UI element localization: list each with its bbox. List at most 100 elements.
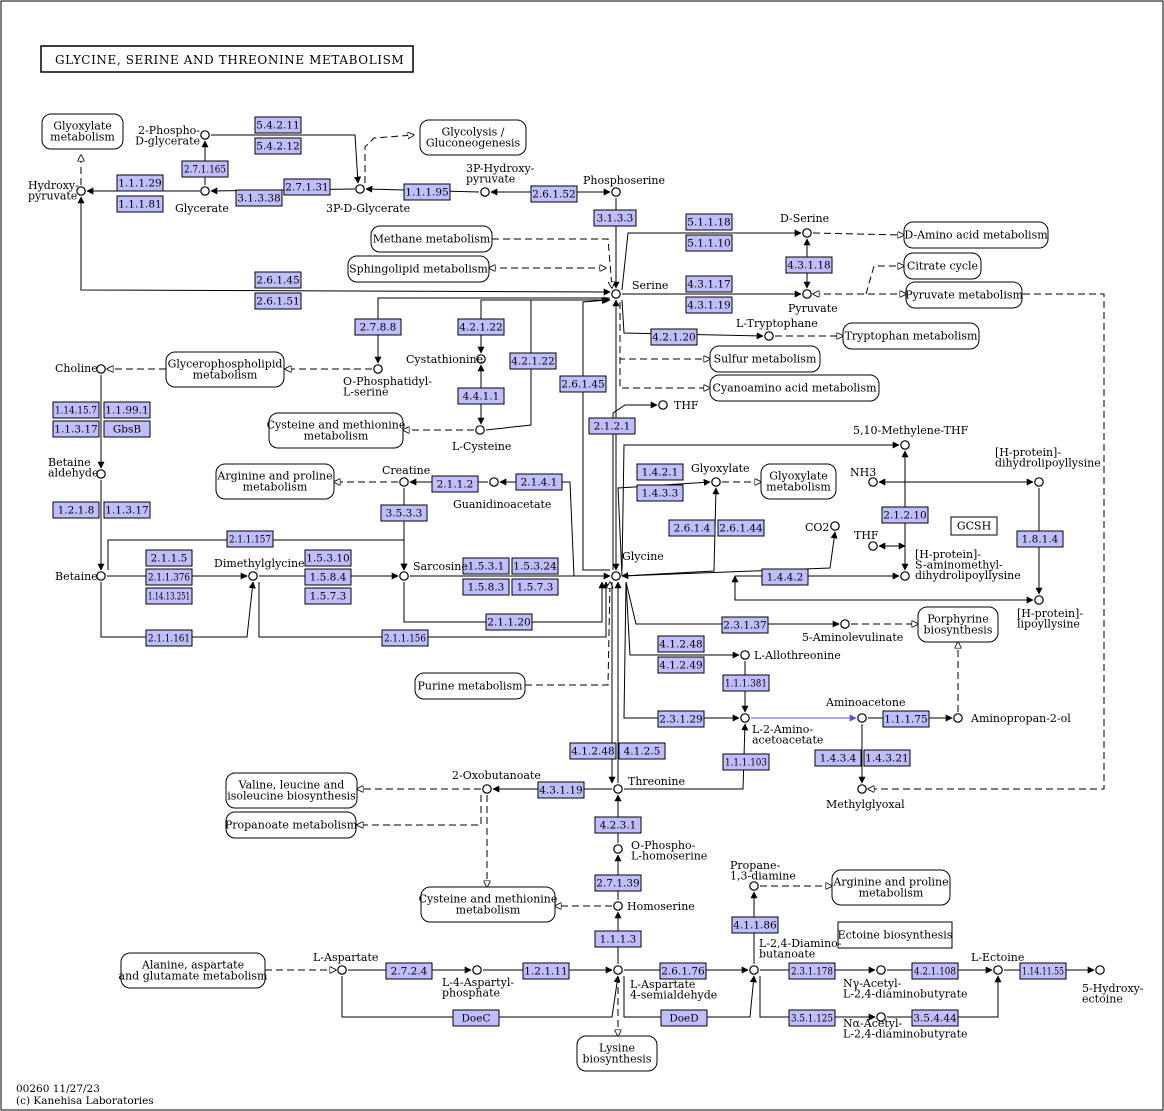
compound-nalpha[interactable]: Nα-Acetyl-L-2,4-diaminobutyrate: [843, 1012, 968, 1041]
compound-hydroxypyruvate[interactable]: Hydroxy-pyruvate: [28, 179, 86, 203]
enzyme-box[interactable]: 1.14.15.7: [52, 401, 100, 419]
enzyme-box[interactable]: 5.1.1.18: [685, 213, 733, 231]
enzyme-box[interactable]: 2.7.1.165: [181, 160, 229, 178]
compound-lcysteine[interactable]: L-Cysteine: [452, 425, 511, 453]
enzyme-box[interactable]: 5.4.2.12: [254, 137, 302, 155]
enzyme-box-rect[interactable]: [668, 519, 716, 537]
enzyme-box-rect[interactable]: [788, 1009, 836, 1027]
compound-node-icon[interactable]: [876, 965, 886, 975]
enzyme-box-rect[interactable]: [254, 292, 302, 310]
compound-node-icon[interactable]: [355, 184, 365, 194]
compound-choline[interactable]: Choline: [55, 362, 106, 375]
compound-node-icon[interactable]: [200, 130, 210, 140]
enzyme-box-rect[interactable]: [145, 629, 193, 647]
enzyme-box[interactable]: 2.1.1.161: [145, 629, 193, 647]
compound-aminopropanol[interactable]: Aminopropan-2-ol: [953, 712, 1071, 725]
enzyme-box[interactable]: 1.8.1.4: [1016, 530, 1064, 548]
compound-node-icon[interactable]: [200, 186, 210, 196]
pathway-link-box[interactable]: [903, 221, 1049, 249]
enzyme-box[interactable]: 1.1.3.17: [52, 420, 100, 438]
compound-oxobutanoate[interactable]: 2-Oxobutanoate: [452, 769, 541, 794]
compound-glyoxylate[interactable]: Glyoxylate: [691, 462, 750, 487]
enzyme-box-rect[interactable]: [588, 417, 636, 435]
enzyme-box-rect[interactable]: [254, 271, 302, 289]
compound-node-icon[interactable]: [749, 881, 759, 891]
enzyme-box-rect[interactable]: [911, 962, 959, 980]
enzyme-box-rect[interactable]: [103, 420, 151, 438]
compound-phosphoserine[interactable]: Phosphoserine: [583, 174, 665, 197]
enzyme-box-rect[interactable]: [511, 557, 559, 575]
enzyme-box-rect[interactable]: [685, 275, 733, 293]
compound-hydroxypyruvate3p[interactable]: 3P-Hydroxy-pyruvate: [466, 162, 535, 197]
compound-node-icon[interactable]: [399, 571, 409, 581]
enzyme-box[interactable]: 4.2.3.1: [594, 816, 642, 834]
enzyme-box-rect[interactable]: [431, 475, 479, 493]
compound-pg3[interactable]: 3P-D-Glycerate: [326, 184, 410, 215]
enzyme-box[interactable]: 3.1.3.38: [235, 189, 283, 207]
enzyme-box[interactable]: 1.1.1.95: [403, 183, 451, 201]
enzyme-box[interactable]: 1.4.3.3: [636, 484, 684, 502]
enzyme-box-rect[interactable]: [863, 749, 911, 767]
compound-node-icon[interactable]: [840, 619, 850, 629]
compound-node-icon[interactable]: [475, 425, 485, 435]
enzyme-box[interactable]: 2.7.1.31: [283, 178, 331, 196]
enzyme-box[interactable]: 2.6.1.45: [559, 375, 607, 393]
compound-node-icon[interactable]: [953, 713, 963, 723]
enzyme-box[interactable]: 1.1.1.103: [722, 753, 770, 771]
enzyme-box-rect[interactable]: [254, 137, 302, 155]
pathway-link-box[interactable]: [709, 345, 821, 373]
enzyme-box-rect[interactable]: [381, 629, 429, 647]
enzyme-box-rect[interactable]: [515, 473, 563, 491]
enzyme-box[interactable]: 2.6.1.76: [659, 962, 707, 980]
compound-propanediamine[interactable]: Propane-1,3-diamine: [730, 859, 796, 891]
enzyme-box-rect[interactable]: [618, 742, 666, 760]
compound-nodes[interactable]: Hydroxy-pyruvate2-Phospho-D-glycerateGly…: [28, 124, 1144, 1041]
compound-hprotein_lipoyl[interactable]: [H-protein]-lipoyllysine: [1017, 595, 1083, 631]
compound-dserine[interactable]: D-Serine: [780, 212, 829, 238]
enzyme-box[interactable]: 1.1.1.75: [882, 710, 930, 728]
pathway-link-box[interactable]: [420, 886, 556, 923]
enzyme-box[interactable]: 2.7.1.39: [594, 874, 642, 892]
enzyme-box[interactable]: 4.2.1.22: [457, 318, 505, 336]
compound-node-icon[interactable]: [489, 477, 499, 487]
enzyme-box[interactable]: 3.5.4.44: [911, 1009, 959, 1027]
compound-ltryptophan[interactable]: L-Tryptophane: [736, 317, 818, 341]
compound-node-icon[interactable]: [868, 541, 878, 551]
compound-laspartate[interactable]: L-Aspartate: [313, 951, 378, 975]
compound-sarcosine[interactable]: Sarcosine: [399, 560, 468, 581]
compound-dimethylglycine[interactable]: Dimethylglycine: [214, 557, 305, 581]
enzyme-box-rect[interactable]: [283, 178, 331, 196]
pathway-link[interactable]: Pyruvate metabolism: [905, 281, 1023, 309]
enzyme-box[interactable]: 4.2.1.20: [650, 328, 698, 346]
compound-methylglyoxal[interactable]: Methylglyoxal: [826, 784, 905, 811]
enzyme-box[interactable]: DoeD: [660, 1009, 708, 1027]
enzyme-box-rect[interactable]: [452, 1009, 500, 1027]
compound-node-icon[interactable]: [613, 784, 623, 794]
enzyme-box[interactable]: 3.5.1.125: [788, 1009, 836, 1027]
enzyme-box-rect[interactable]: [304, 587, 352, 605]
enzyme-box-rect[interactable]: [660, 1009, 708, 1027]
pathway-link-box[interactable]: [576, 1035, 658, 1072]
compound-node-icon[interactable]: [830, 521, 840, 531]
compound-node-icon[interactable]: [96, 571, 106, 581]
enzyme-box-rect[interactable]: [52, 420, 100, 438]
enzyme-box-rect[interactable]: [559, 375, 607, 393]
pathway-link-box[interactable]: [905, 281, 1023, 309]
enzyme-box[interactable]: 1.14.13.251: [145, 587, 193, 605]
enzyme-box[interactable]: 2.3.1.178: [788, 962, 836, 980]
pathway-link-box[interactable]: [165, 351, 285, 388]
enzyme-box-rect[interactable]: [657, 710, 705, 728]
compound-cystathionine[interactable]: Cystathionine: [406, 353, 486, 366]
enzyme-boxes[interactable]: 5.4.2.115.4.2.122.7.1.1651.1.1.291.1.1.8…: [52, 116, 1067, 1027]
enzyme-box[interactable]: 4.2.1.22: [509, 352, 557, 370]
enzyme-box[interactable]: 1.5.8.3: [462, 578, 510, 596]
enzyme-box-rect[interactable]: [509, 352, 557, 370]
pathway-link-box[interactable]: [842, 322, 980, 350]
enzyme-box-rect[interactable]: [814, 749, 862, 767]
enzyme-box[interactable]: 2.1.1.20: [485, 613, 533, 631]
